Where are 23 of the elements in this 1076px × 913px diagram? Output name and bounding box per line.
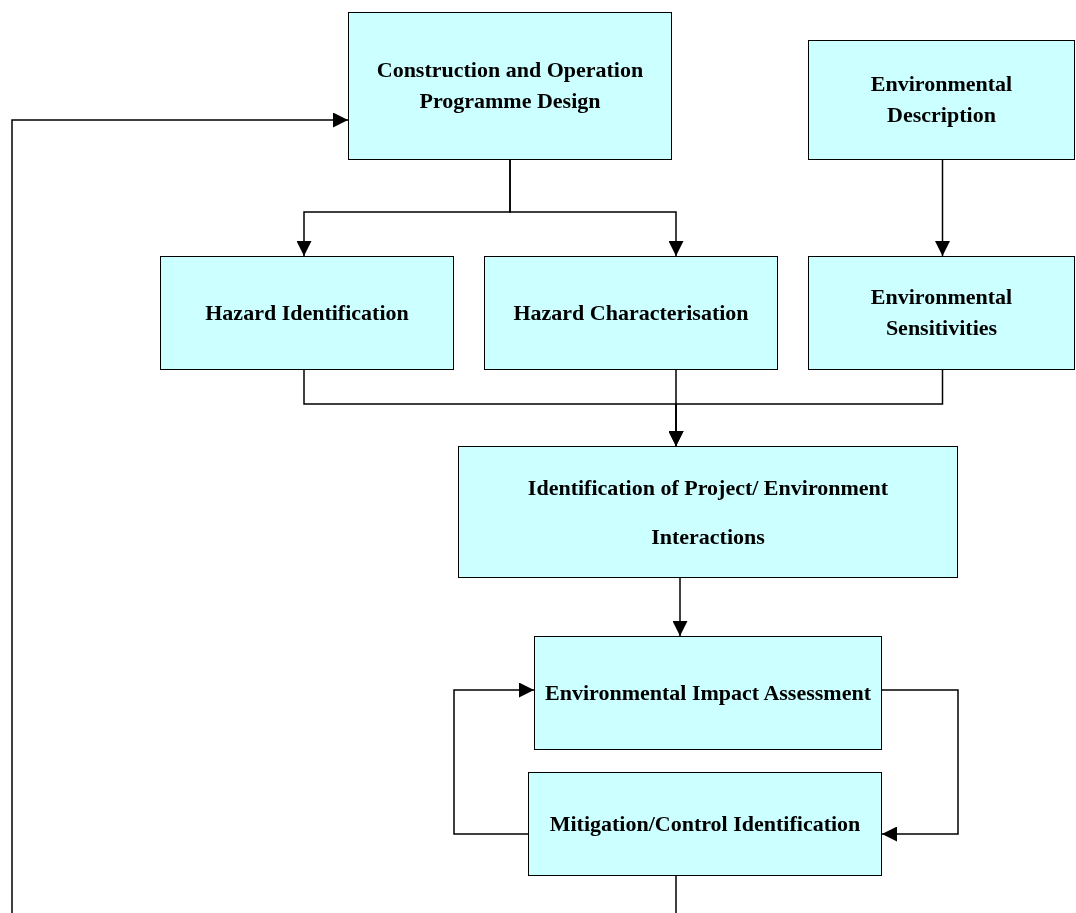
process-box (808, 256, 1075, 370)
arrow (668, 369, 944, 447)
process-box (484, 256, 778, 370)
process-box (528, 772, 882, 876)
process-box (160, 256, 454, 370)
arrow (935, 159, 950, 257)
arrow (11, 112, 349, 913)
box-label: Hazard Characterisation (513, 298, 749, 327)
box-label: Environmental Sensitivities (869, 283, 1014, 342)
box-label: Environmental Description (869, 70, 1014, 129)
box-label: Mitigation/Control Identification (549, 809, 861, 838)
process-box (348, 12, 672, 160)
arrow (672, 577, 688, 637)
box-label: Identification of Project/ Environment Interactions (526, 473, 890, 551)
process-box (534, 636, 882, 750)
box-label: Environmental Impact Assessment (545, 678, 871, 707)
box-label: Construction and Operation Programme Design (375, 56, 645, 115)
arrow (509, 159, 684, 257)
process-box (458, 446, 958, 578)
process-box (808, 40, 1075, 160)
arrow (453, 682, 535, 835)
arrow (881, 689, 959, 842)
box-label: Hazard Identification (205, 298, 409, 327)
